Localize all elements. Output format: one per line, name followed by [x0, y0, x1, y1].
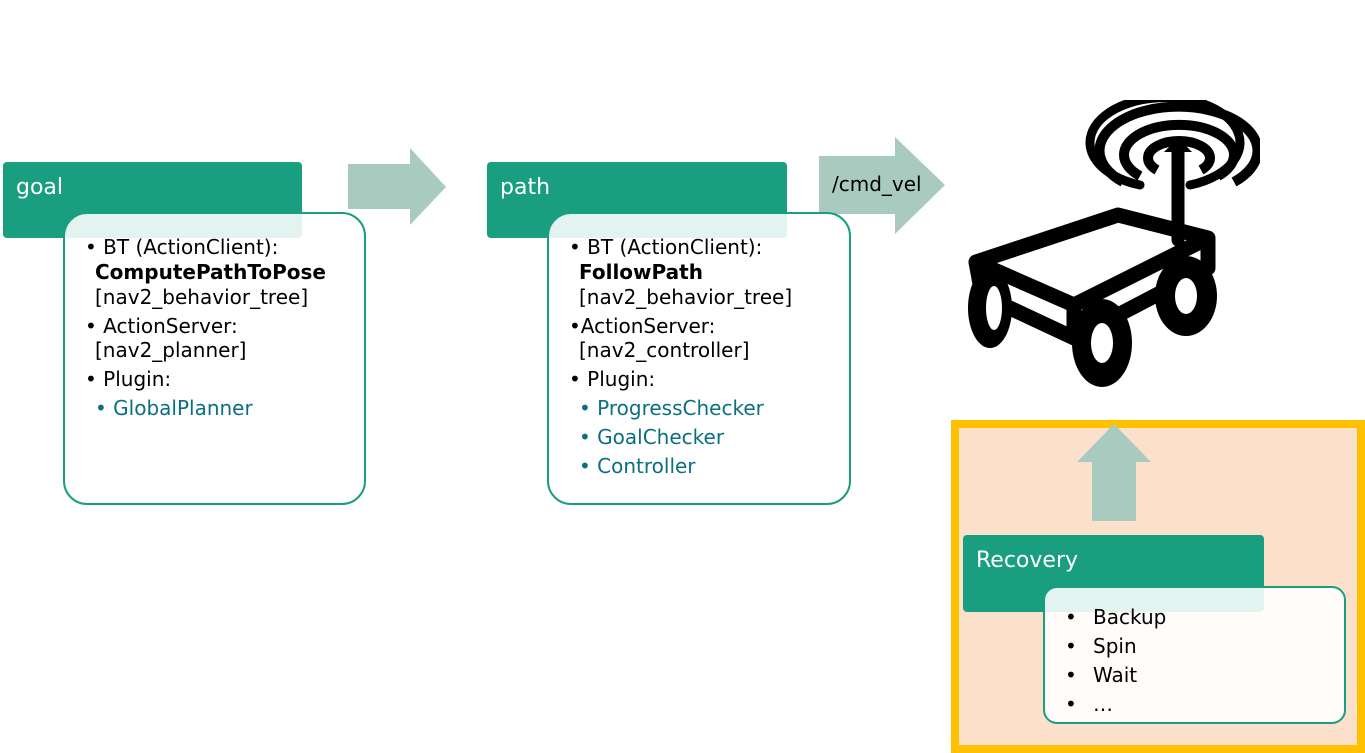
flow-arrow-goal-to-path	[348, 148, 446, 225]
recovery-item-bullet: •	[1065, 692, 1077, 716]
goal-title: goal	[16, 175, 64, 200]
path-plugin-goal: • GoalChecker	[579, 425, 725, 449]
goal-line-actionserver: • ActionServer:	[85, 314, 238, 338]
recovery-item-spin: Spin	[1093, 634, 1137, 658]
path-plugin-controller: • Controller	[579, 454, 696, 478]
goal-line-action: ComputePathToPose	[95, 260, 326, 284]
goal-line-bt: • BT (ActionClient):	[85, 235, 279, 259]
goal-line-server-pkg: [nav2_planner]	[95, 338, 247, 362]
path-line-bt-pkg: [nav2_behavior_tree]	[579, 285, 793, 309]
cmd-vel-label: /cmd_vel	[832, 172, 922, 196]
goal-card: • BT (ActionClient): ComputePathToPose […	[63, 212, 366, 505]
recovery-item-wait: Wait	[1093, 663, 1138, 687]
flow-arrow-cmd-vel	[819, 137, 945, 234]
path-title: path	[500, 175, 551, 200]
recovery-up-arrow	[1077, 424, 1151, 521]
recovery-item-more: …	[1093, 692, 1113, 716]
recovery-item-bullet: •	[1065, 663, 1077, 687]
path-line-plugin: • Plugin:	[569, 367, 656, 391]
recovery-title: Recovery	[976, 548, 1079, 573]
path-line-action: FollowPath	[579, 260, 703, 284]
goal-plugin-item: • GlobalPlanner	[95, 396, 253, 420]
goal-line-bt-pkg: [nav2_behavior_tree]	[95, 285, 309, 309]
path-header: path	[487, 162, 787, 238]
recovery-item-backup: Backup	[1093, 605, 1167, 629]
path-line-server-pkg: [nav2_controller]	[579, 338, 750, 362]
path-card: • BT (ActionClient): FollowPath [nav2_be…	[547, 212, 851, 505]
goal-line-plugin: • Plugin:	[85, 367, 172, 391]
path-line-bt: • BT (ActionClient):	[569, 235, 763, 259]
path-plugin-progress: • ProgressChecker	[579, 396, 764, 420]
robot-icon	[968, 100, 1260, 387]
recovery-item-bullet: •	[1065, 634, 1077, 658]
recovery-item-bullet: •	[1065, 605, 1077, 629]
path-line-actionserver: •ActionServer:	[569, 314, 716, 338]
recovery-card: • Backup • Spin • Wait • …	[1043, 586, 1346, 724]
